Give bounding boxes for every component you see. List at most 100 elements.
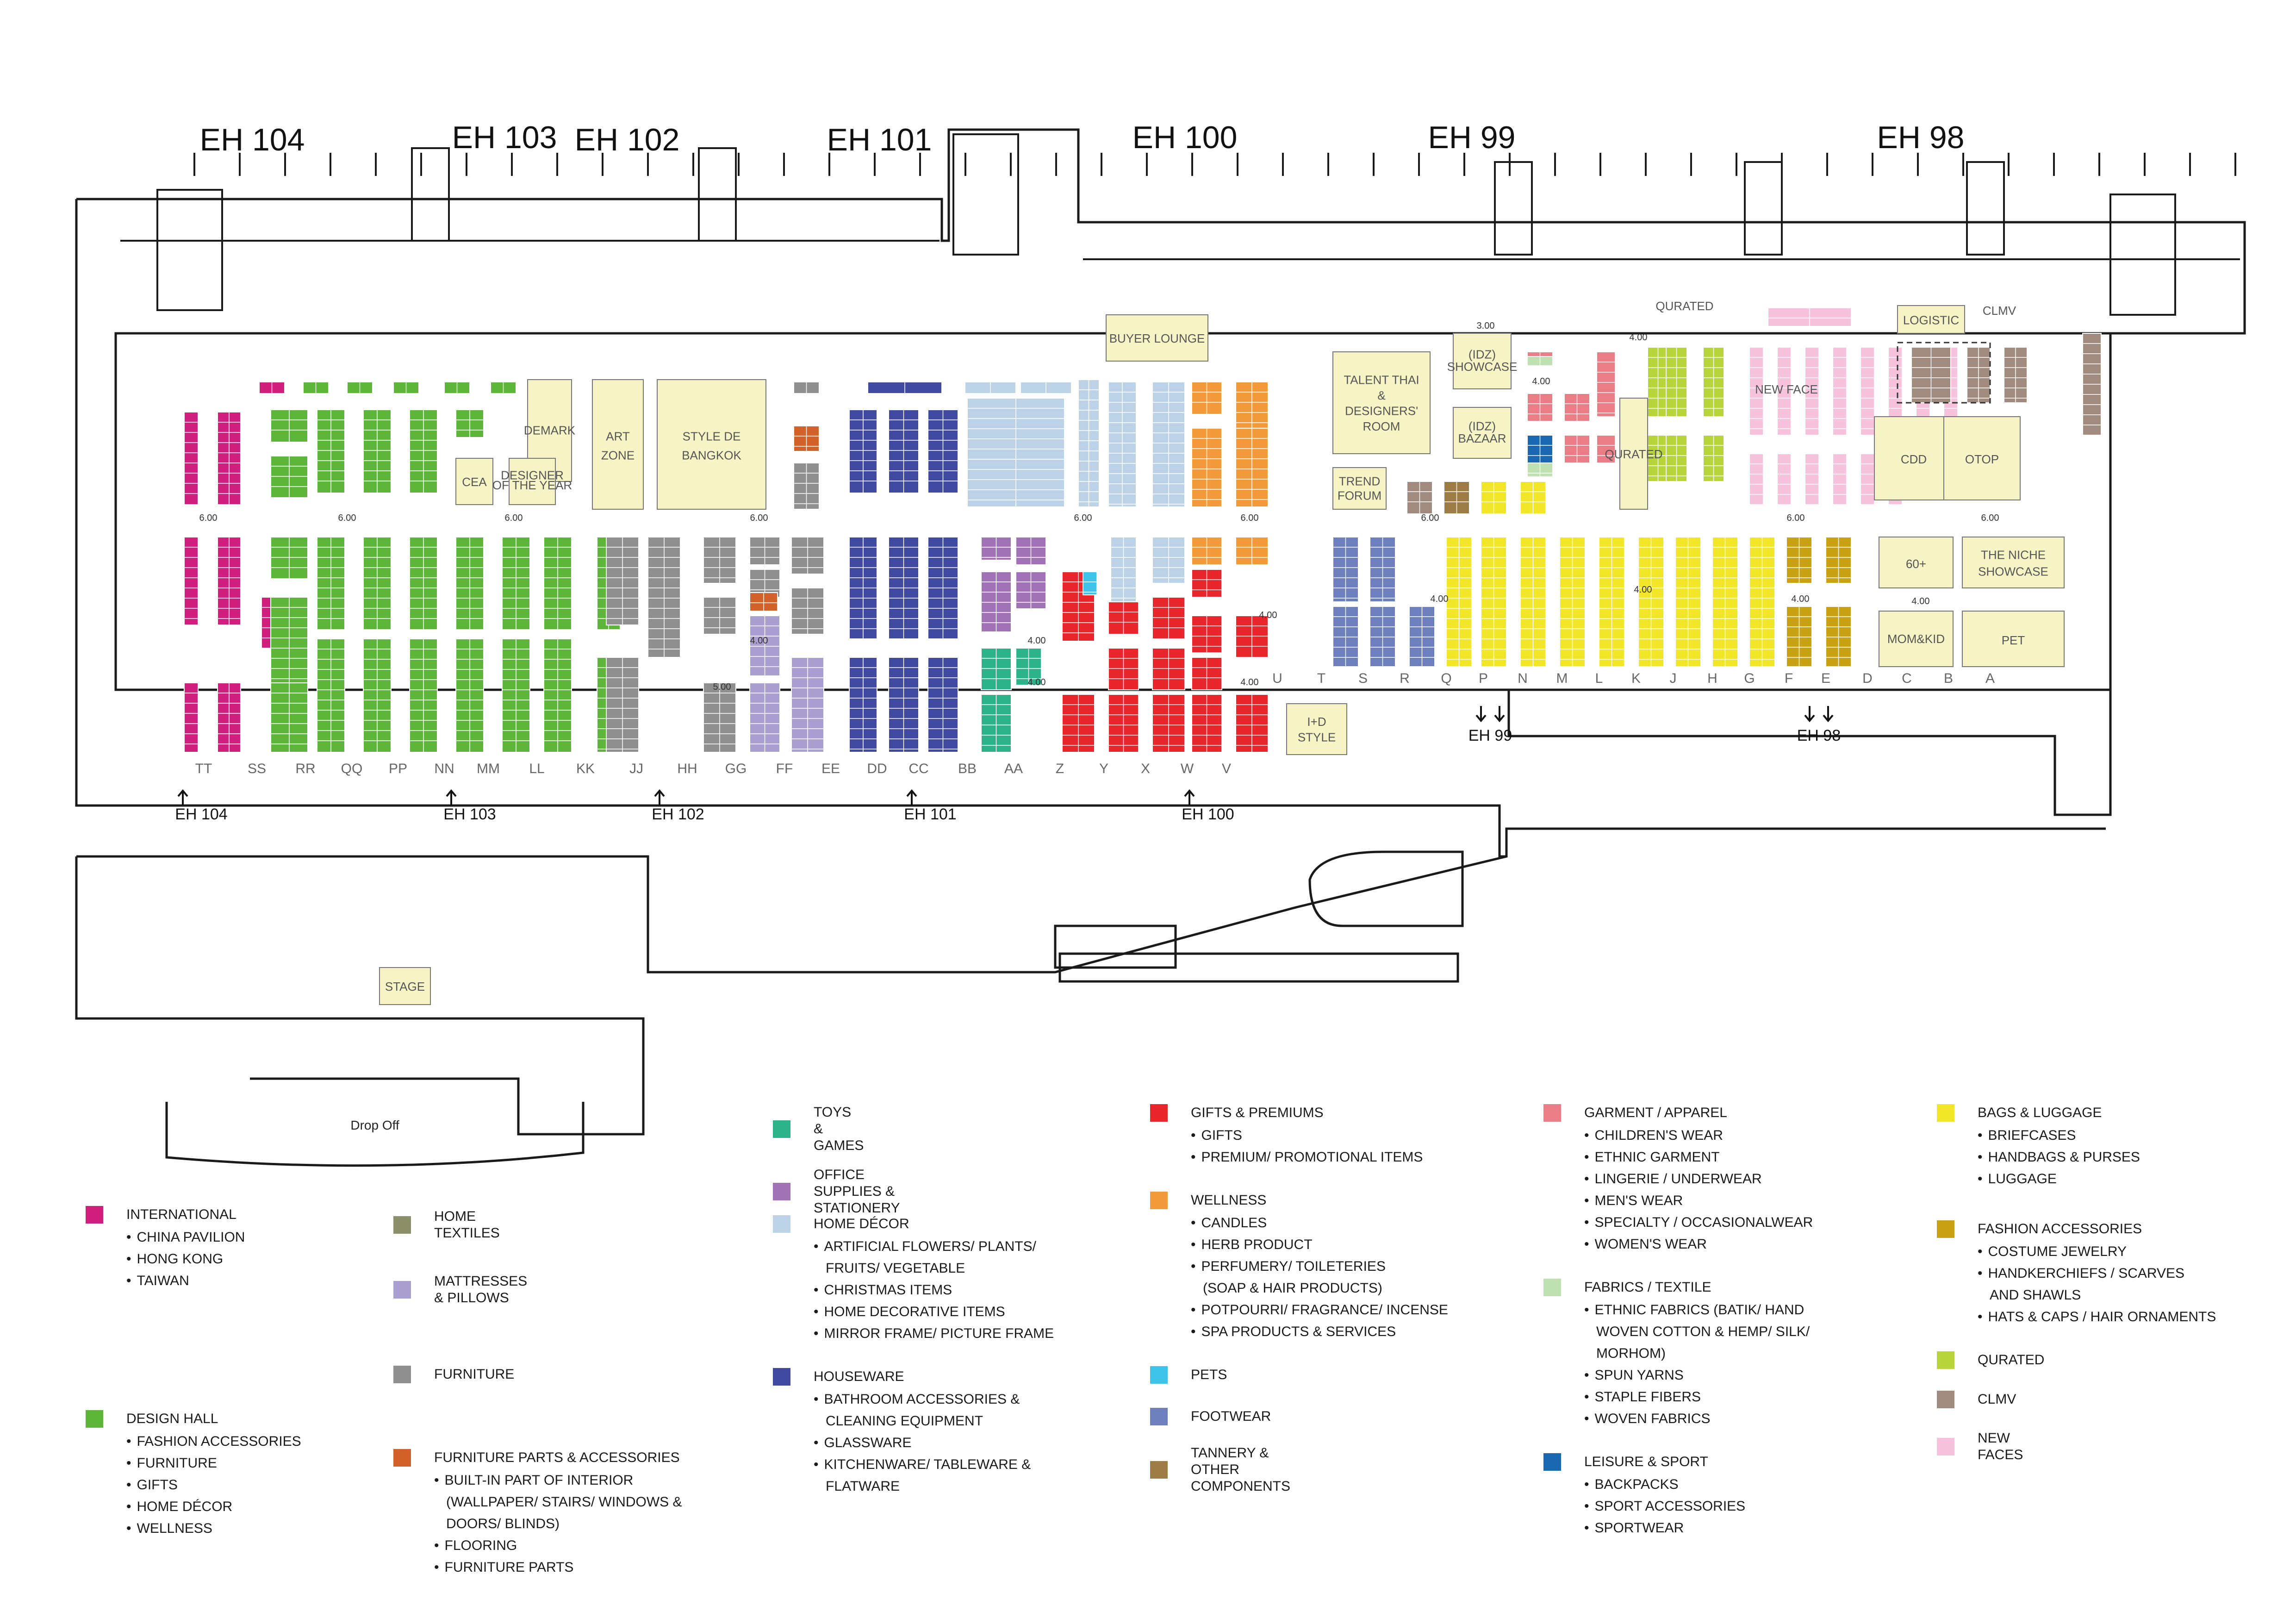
exit-label: EH 102 bbox=[652, 806, 704, 823]
legend-label: HOUSEWARE bbox=[814, 1369, 904, 1384]
zone-ixd-style bbox=[1286, 703, 1347, 755]
row-letter: E bbox=[1821, 671, 1830, 686]
row-letter: R bbox=[1400, 671, 1410, 686]
legend-item: SPORT ACCESSORIES bbox=[1584, 1495, 1746, 1517]
legend-swatch bbox=[393, 1366, 411, 1383]
legend-heading: FURNITURE bbox=[393, 1366, 514, 1383]
legend-items: BACKPACKSSPORT ACCESSORIESSPORTWEAR bbox=[1584, 1474, 1746, 1539]
row-letter: Y bbox=[1099, 761, 1108, 776]
row-letter: V bbox=[1222, 761, 1231, 776]
row-letter: LL bbox=[529, 761, 544, 776]
legend-item: (WALLPAPER/ STAIRS/ WINDOWS & bbox=[446, 1494, 682, 1510]
exit-label: EH 103 bbox=[443, 806, 496, 823]
gate-pylon bbox=[411, 147, 450, 242]
legend-group: CLMV bbox=[1937, 1391, 2016, 1408]
legend-swatch bbox=[773, 1368, 790, 1386]
zone-label: & bbox=[1377, 388, 1385, 402]
zone-label: PET bbox=[2002, 633, 2025, 647]
zone-label: THE NICHE bbox=[1981, 548, 2046, 562]
aisle-dimension: 6.00 bbox=[1074, 513, 1092, 523]
legend-label: HOME TEXTILES bbox=[434, 1209, 500, 1241]
zone-qurated-side bbox=[1619, 398, 1648, 510]
zone-talent-thai bbox=[1332, 351, 1431, 454]
zone-label: 60+ bbox=[1906, 557, 1926, 571]
legend-label: NEW FACES bbox=[1978, 1430, 2023, 1462]
legend-swatch bbox=[1150, 1192, 1168, 1209]
legend-label: FURNITURE PARTS & ACCESSORIES bbox=[434, 1450, 680, 1465]
legend-item: MEN'S WEAR bbox=[1584, 1190, 1813, 1212]
entrance-wall bbox=[75, 856, 645, 1136]
legend-heading: FURNITURE PARTS & ACCESSORIES bbox=[393, 1449, 682, 1467]
north-column-ticks bbox=[120, 153, 2240, 260]
zone-label: BANGKOK bbox=[682, 448, 741, 462]
legend-items: CANDLESHERB PRODUCTPERFUMERY/ TOILETERIE… bbox=[1191, 1212, 1448, 1343]
legend-item: DOORS/ BLINDS) bbox=[446, 1516, 560, 1531]
legend-heading: CLMV bbox=[1937, 1391, 2016, 1408]
hall-label: EH 98 bbox=[1877, 120, 1965, 155]
legend-item: HATS & CAPS / HAIR ORNAMENTS bbox=[1978, 1306, 2216, 1328]
legend-group: LEISURE & SPORT BACKPACKSSPORT ACCESSORIE… bbox=[1543, 1453, 1745, 1539]
aisle-dimension: 6.00 bbox=[1981, 513, 1999, 523]
zone-label: (IDZ) bbox=[1468, 419, 1496, 433]
legend-label: FASHION ACCESSORIES bbox=[1978, 1221, 2142, 1237]
rotunda bbox=[1308, 850, 1464, 927]
aisle-dimension: 4.00 bbox=[1630, 332, 1648, 343]
row-letter: DD bbox=[867, 761, 887, 776]
legend-item: POTPOURRI/ FRAGRANCE/ INCENSE bbox=[1191, 1299, 1448, 1321]
south-east-wall bbox=[1507, 690, 2112, 816]
legend-swatch bbox=[1937, 1391, 1954, 1408]
legend-group: PETS bbox=[1150, 1366, 1227, 1384]
aisle-dimension: 4.00 bbox=[1028, 636, 1046, 646]
row-letter: NN bbox=[434, 761, 454, 776]
exit-label: EH 100 bbox=[1182, 806, 1234, 823]
booth-blocks bbox=[184, 307, 2102, 753]
row-letter: A bbox=[1985, 671, 1995, 686]
exit-arrow-icon bbox=[446, 789, 457, 806]
legend-item: CHILDREN'S WEAR bbox=[1584, 1124, 1813, 1146]
exit-arrow-icon bbox=[177, 789, 188, 806]
legend-item: FRUITS/ VEGETABLE bbox=[826, 1261, 965, 1276]
legend-item: CHINA PAVILION bbox=[126, 1226, 245, 1248]
booth-block-new-faces bbox=[1749, 347, 1764, 436]
legend-swatch bbox=[1150, 1366, 1168, 1384]
legend-label: PETS bbox=[1191, 1367, 1227, 1382]
aisle-dimension: 6.00 bbox=[505, 513, 523, 523]
aisle-dimension: 6.00 bbox=[1421, 513, 1439, 523]
aisle-dimension: 4.00 bbox=[1532, 376, 1550, 387]
legend-heading: INTERNATIONAL bbox=[86, 1206, 245, 1224]
booth-block-international bbox=[184, 412, 199, 505]
gate-pylon bbox=[698, 147, 737, 242]
legend-label: OFFICE SUPPLIES & STATIONERY bbox=[814, 1167, 900, 1216]
legend-item: WOVEN FABRICS bbox=[1584, 1408, 1810, 1430]
legend-swatch bbox=[86, 1206, 103, 1224]
zone-label: CEA bbox=[462, 475, 487, 489]
legend-item: WELLNESS bbox=[126, 1518, 301, 1539]
row-letter: M bbox=[1556, 671, 1568, 686]
legend-items: GIFTSPREMIUM/ PROMOTIONAL ITEMS bbox=[1191, 1124, 1423, 1168]
exit-label: EH 104 bbox=[175, 806, 227, 823]
zone-buyer-lounge bbox=[1106, 314, 1208, 362]
zone-label: STYLE bbox=[1298, 731, 1336, 744]
row-letter: KK bbox=[576, 761, 595, 776]
legend-items: CHINA PAVILIONHONG KONGTAIWAN bbox=[126, 1226, 245, 1292]
legend-swatch bbox=[1937, 1351, 1954, 1369]
legend-item: LUGGAGE bbox=[1978, 1168, 2140, 1190]
zone-label: ZONE bbox=[601, 448, 635, 462]
legend-swatch bbox=[1543, 1104, 1561, 1122]
legend-heading: QURATED bbox=[1937, 1351, 2044, 1369]
legend-swatch bbox=[773, 1215, 790, 1233]
legend-item: GLASSWARE bbox=[814, 1432, 1031, 1454]
zone-label: SHOWCASE bbox=[1447, 360, 1518, 374]
row-letter: TT bbox=[195, 761, 212, 776]
legend-group: MATTRESSES & PILLOWS bbox=[393, 1273, 527, 1306]
legend-group: BAGS & LUGGAGEBRIEFCASESHANDBAGS & PURSE… bbox=[1937, 1104, 2140, 1190]
zone-label: BAZAAR bbox=[1458, 431, 1506, 445]
legend-label: LEISURE & SPORT bbox=[1584, 1454, 1708, 1469]
legend-label: QURATED bbox=[1978, 1352, 2045, 1368]
aisle-dimension: 6.00 bbox=[1787, 513, 1805, 523]
aisle-dimension: 3.00 bbox=[1477, 321, 1495, 331]
zone-label: TALENT THAI bbox=[1344, 373, 1419, 387]
